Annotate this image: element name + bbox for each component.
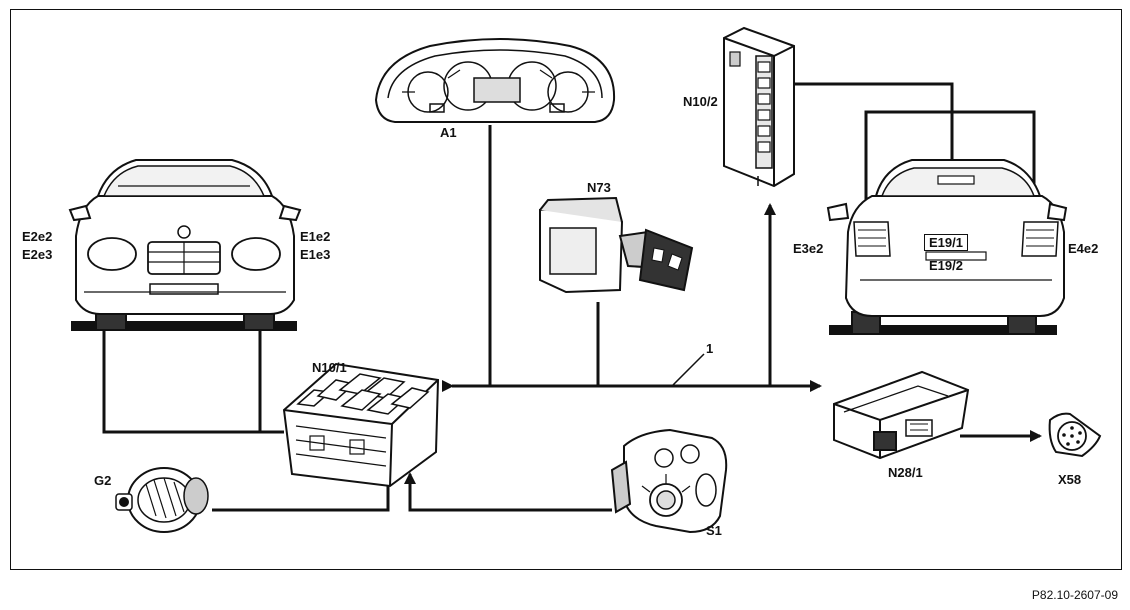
label-n73: N73 bbox=[587, 180, 611, 195]
label-x58: X58 bbox=[1058, 472, 1082, 487]
label-e3e2: E3e2 bbox=[793, 241, 824, 256]
alternator-icon bbox=[115, 467, 209, 533]
instrument-cluster-icon bbox=[374, 38, 616, 123]
n10-2-e3e2-line bbox=[864, 110, 1040, 234]
label-e4e2: E4e2 bbox=[1068, 241, 1099, 256]
light-switch-icon bbox=[610, 428, 728, 534]
trailer-socket-icon bbox=[1048, 412, 1102, 458]
rear-car-icon bbox=[826, 159, 1068, 335]
ignition-switch-icon bbox=[539, 196, 694, 294]
label-line-1: 1 bbox=[706, 341, 714, 356]
front-car-icon bbox=[68, 159, 302, 331]
label-g2: G2 bbox=[94, 473, 112, 488]
reference-code: P82.10-2607-09 bbox=[1031, 588, 1118, 602]
diagram-frame bbox=[10, 9, 1122, 570]
label-n28-1: N28/1 bbox=[888, 465, 923, 480]
front-sam-module-icon bbox=[282, 362, 440, 488]
label-n10-2: N10/2 bbox=[683, 94, 718, 109]
trailer-module-icon bbox=[833, 370, 970, 460]
label-s1: S1 bbox=[706, 523, 722, 538]
label-e1e2: E1e2 bbox=[300, 229, 331, 244]
label-e19-1: E19/1 bbox=[924, 234, 968, 251]
label-e1e3: E1e3 bbox=[300, 247, 331, 262]
rear-sam-module-icon bbox=[723, 26, 795, 188]
label-e2e2: E2e2 bbox=[22, 229, 53, 244]
s1-n10-1-line bbox=[404, 472, 612, 512]
label-e2e3: E2e3 bbox=[22, 247, 53, 262]
label-n10-1: N10/1 bbox=[312, 360, 347, 375]
label-e19-2: E19/2 bbox=[929, 258, 963, 273]
label-a1: A1 bbox=[440, 125, 457, 140]
line-1-leader bbox=[671, 353, 705, 387]
